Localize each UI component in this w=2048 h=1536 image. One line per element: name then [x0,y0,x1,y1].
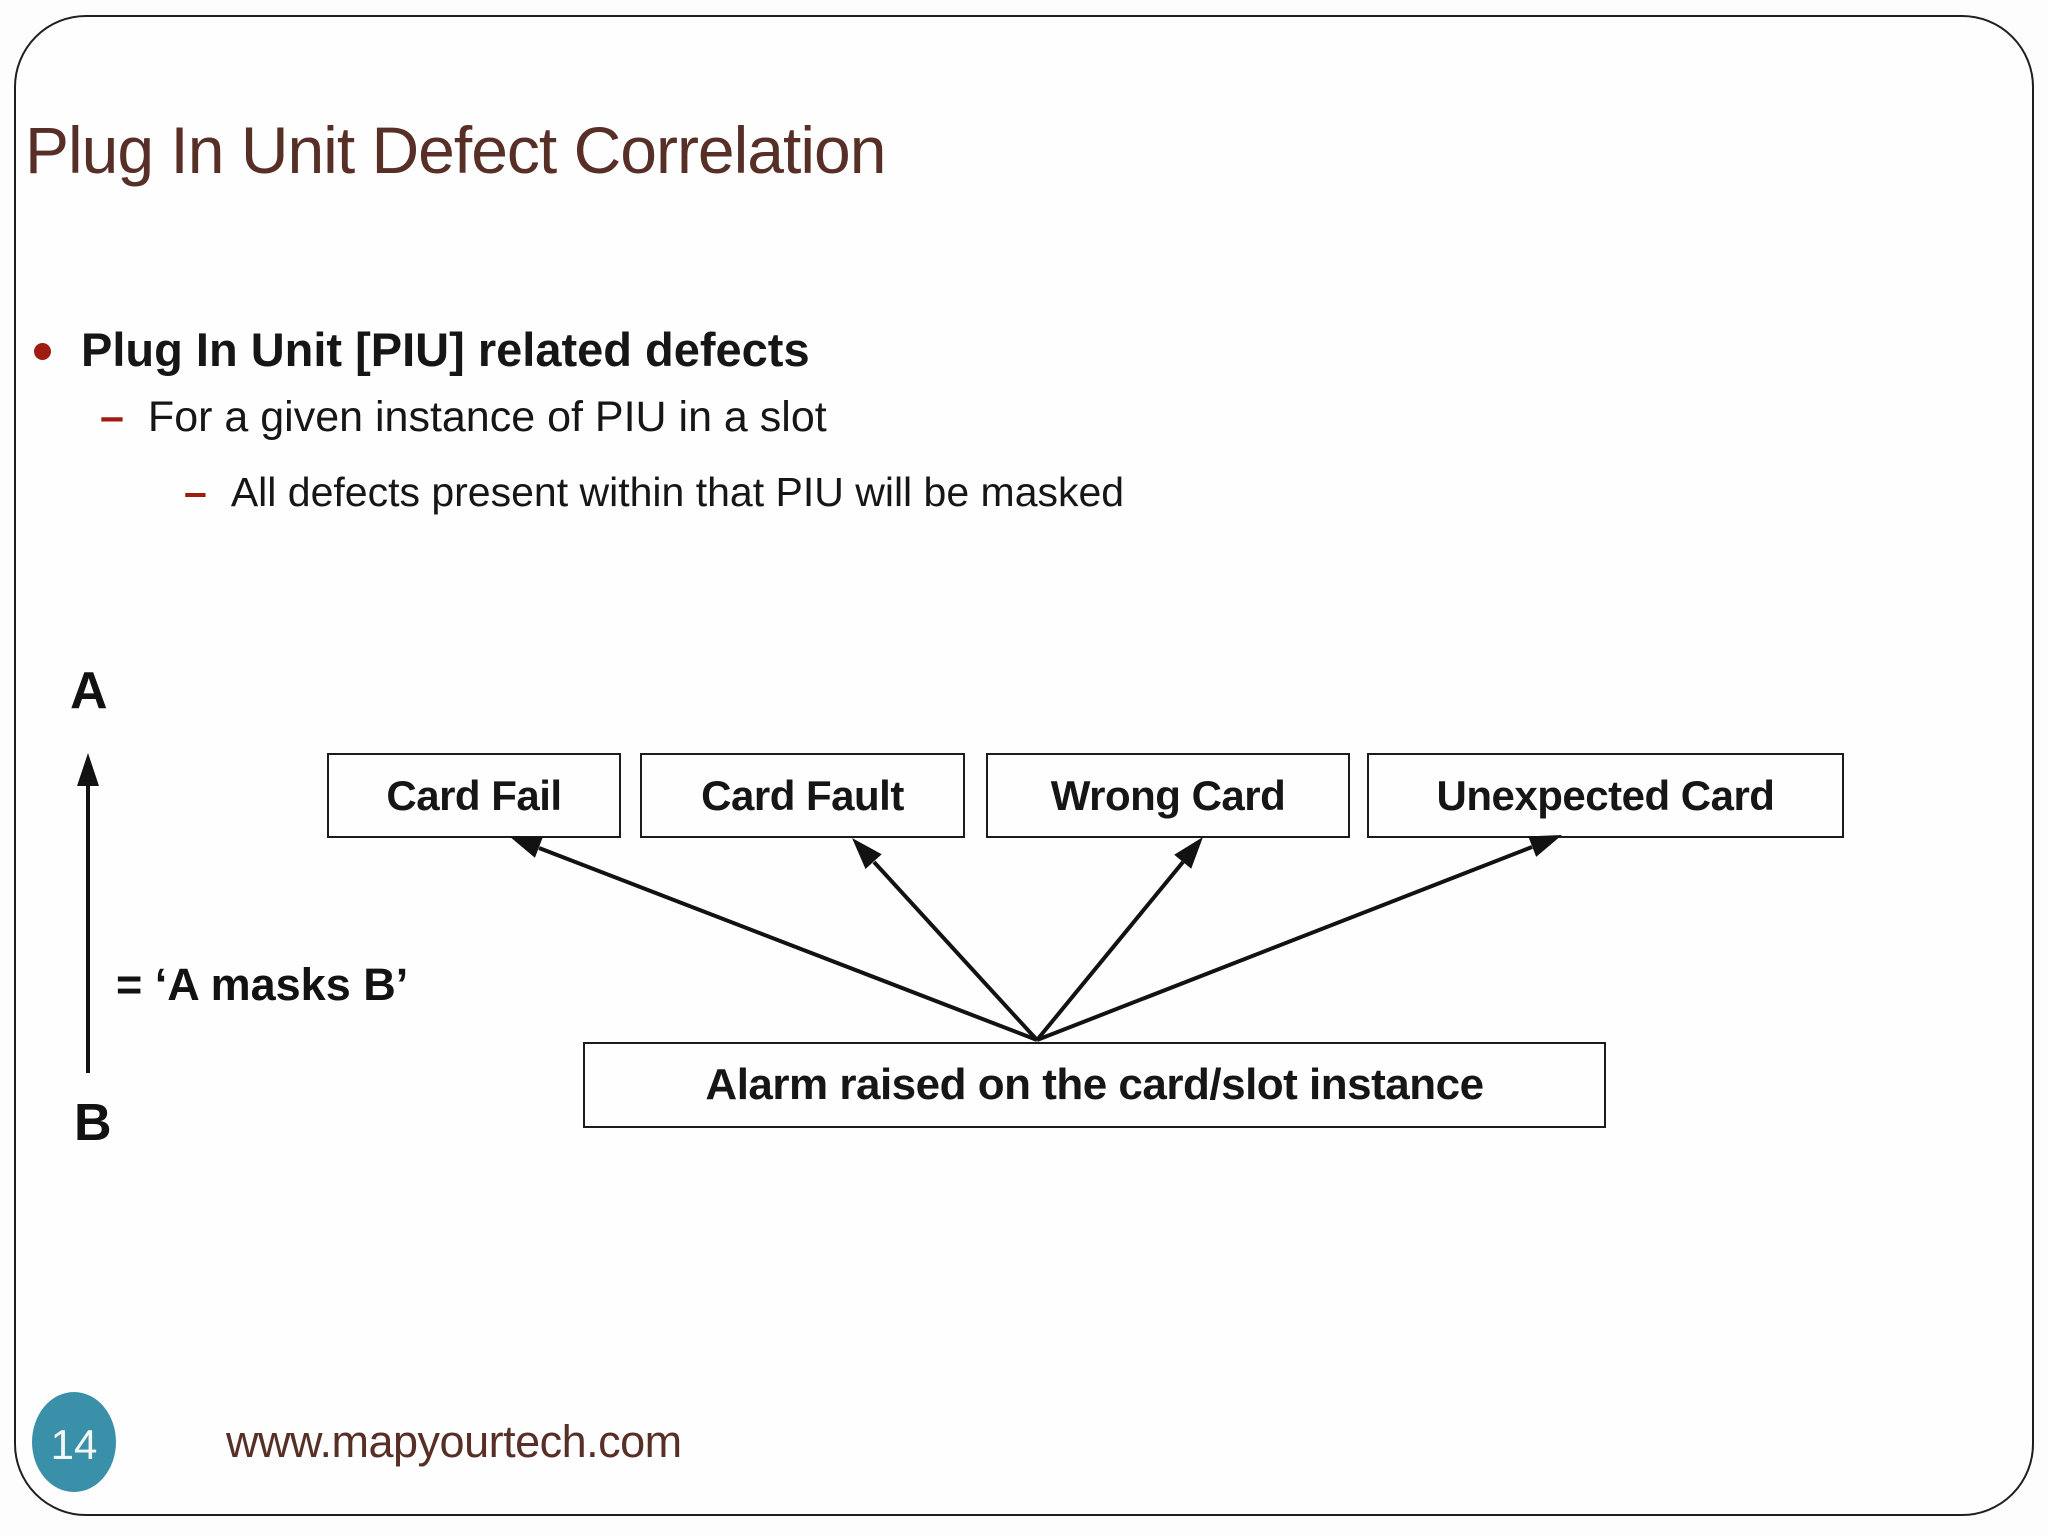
page-number-badge: 14 [32,1392,116,1492]
bullet-text: For a given instance of PIU in a slot [147,393,827,441]
alarm-box: Alarm raised on the card/slot instance [583,1042,1606,1128]
defect-box-unexpected-card: Unexpected Card [1367,753,1844,838]
defect-box-card-fault: Card Fault [640,753,965,838]
mask-a-label: A [70,662,108,720]
arrow-to-unexpected-card [1036,835,1562,1042]
arrow-to-card-fail [509,836,1038,1042]
bullet-dot-icon [34,343,51,360]
arrow-head-icon [852,838,882,869]
masks-relation-label: = ‘A masks B’ [116,959,409,1010]
defect-box-wrong-card: Wrong Card [986,753,1350,838]
arrow-head-icon [1528,835,1562,857]
bullet-text: All defects present within that PIU will… [230,469,1125,515]
bullet-dash-icon: – [100,393,124,441]
arrow-to-card-fault [852,838,1039,1042]
mask-b-label: B [74,1094,112,1152]
bullet-text: Plug In Unit [PIU] related defects [81,323,810,376]
bullet-item-level-2: – For a given instance of PIU in a slot [100,393,827,441]
website-text: www.mapyourtech.com [226,1416,682,1467]
legend-arrow [77,753,99,1073]
defect-box-card-fail: Card Fail [327,753,621,838]
arrow-to-wrong-card [1035,837,1203,1042]
arrow-head-icon [77,753,99,786]
bullet-dash-icon: – [184,469,207,515]
arrow-head-icon [1174,837,1203,869]
page-number: 14 [50,1421,98,1468]
page-title: Plug In Unit Defect Correlation [25,113,886,187]
bullet-item-level-1: Plug In Unit [PIU] related defects [34,324,810,376]
arrow-head-icon [509,836,543,858]
bullet-item-level-3: – All defects present within that PIU wi… [184,469,1125,515]
